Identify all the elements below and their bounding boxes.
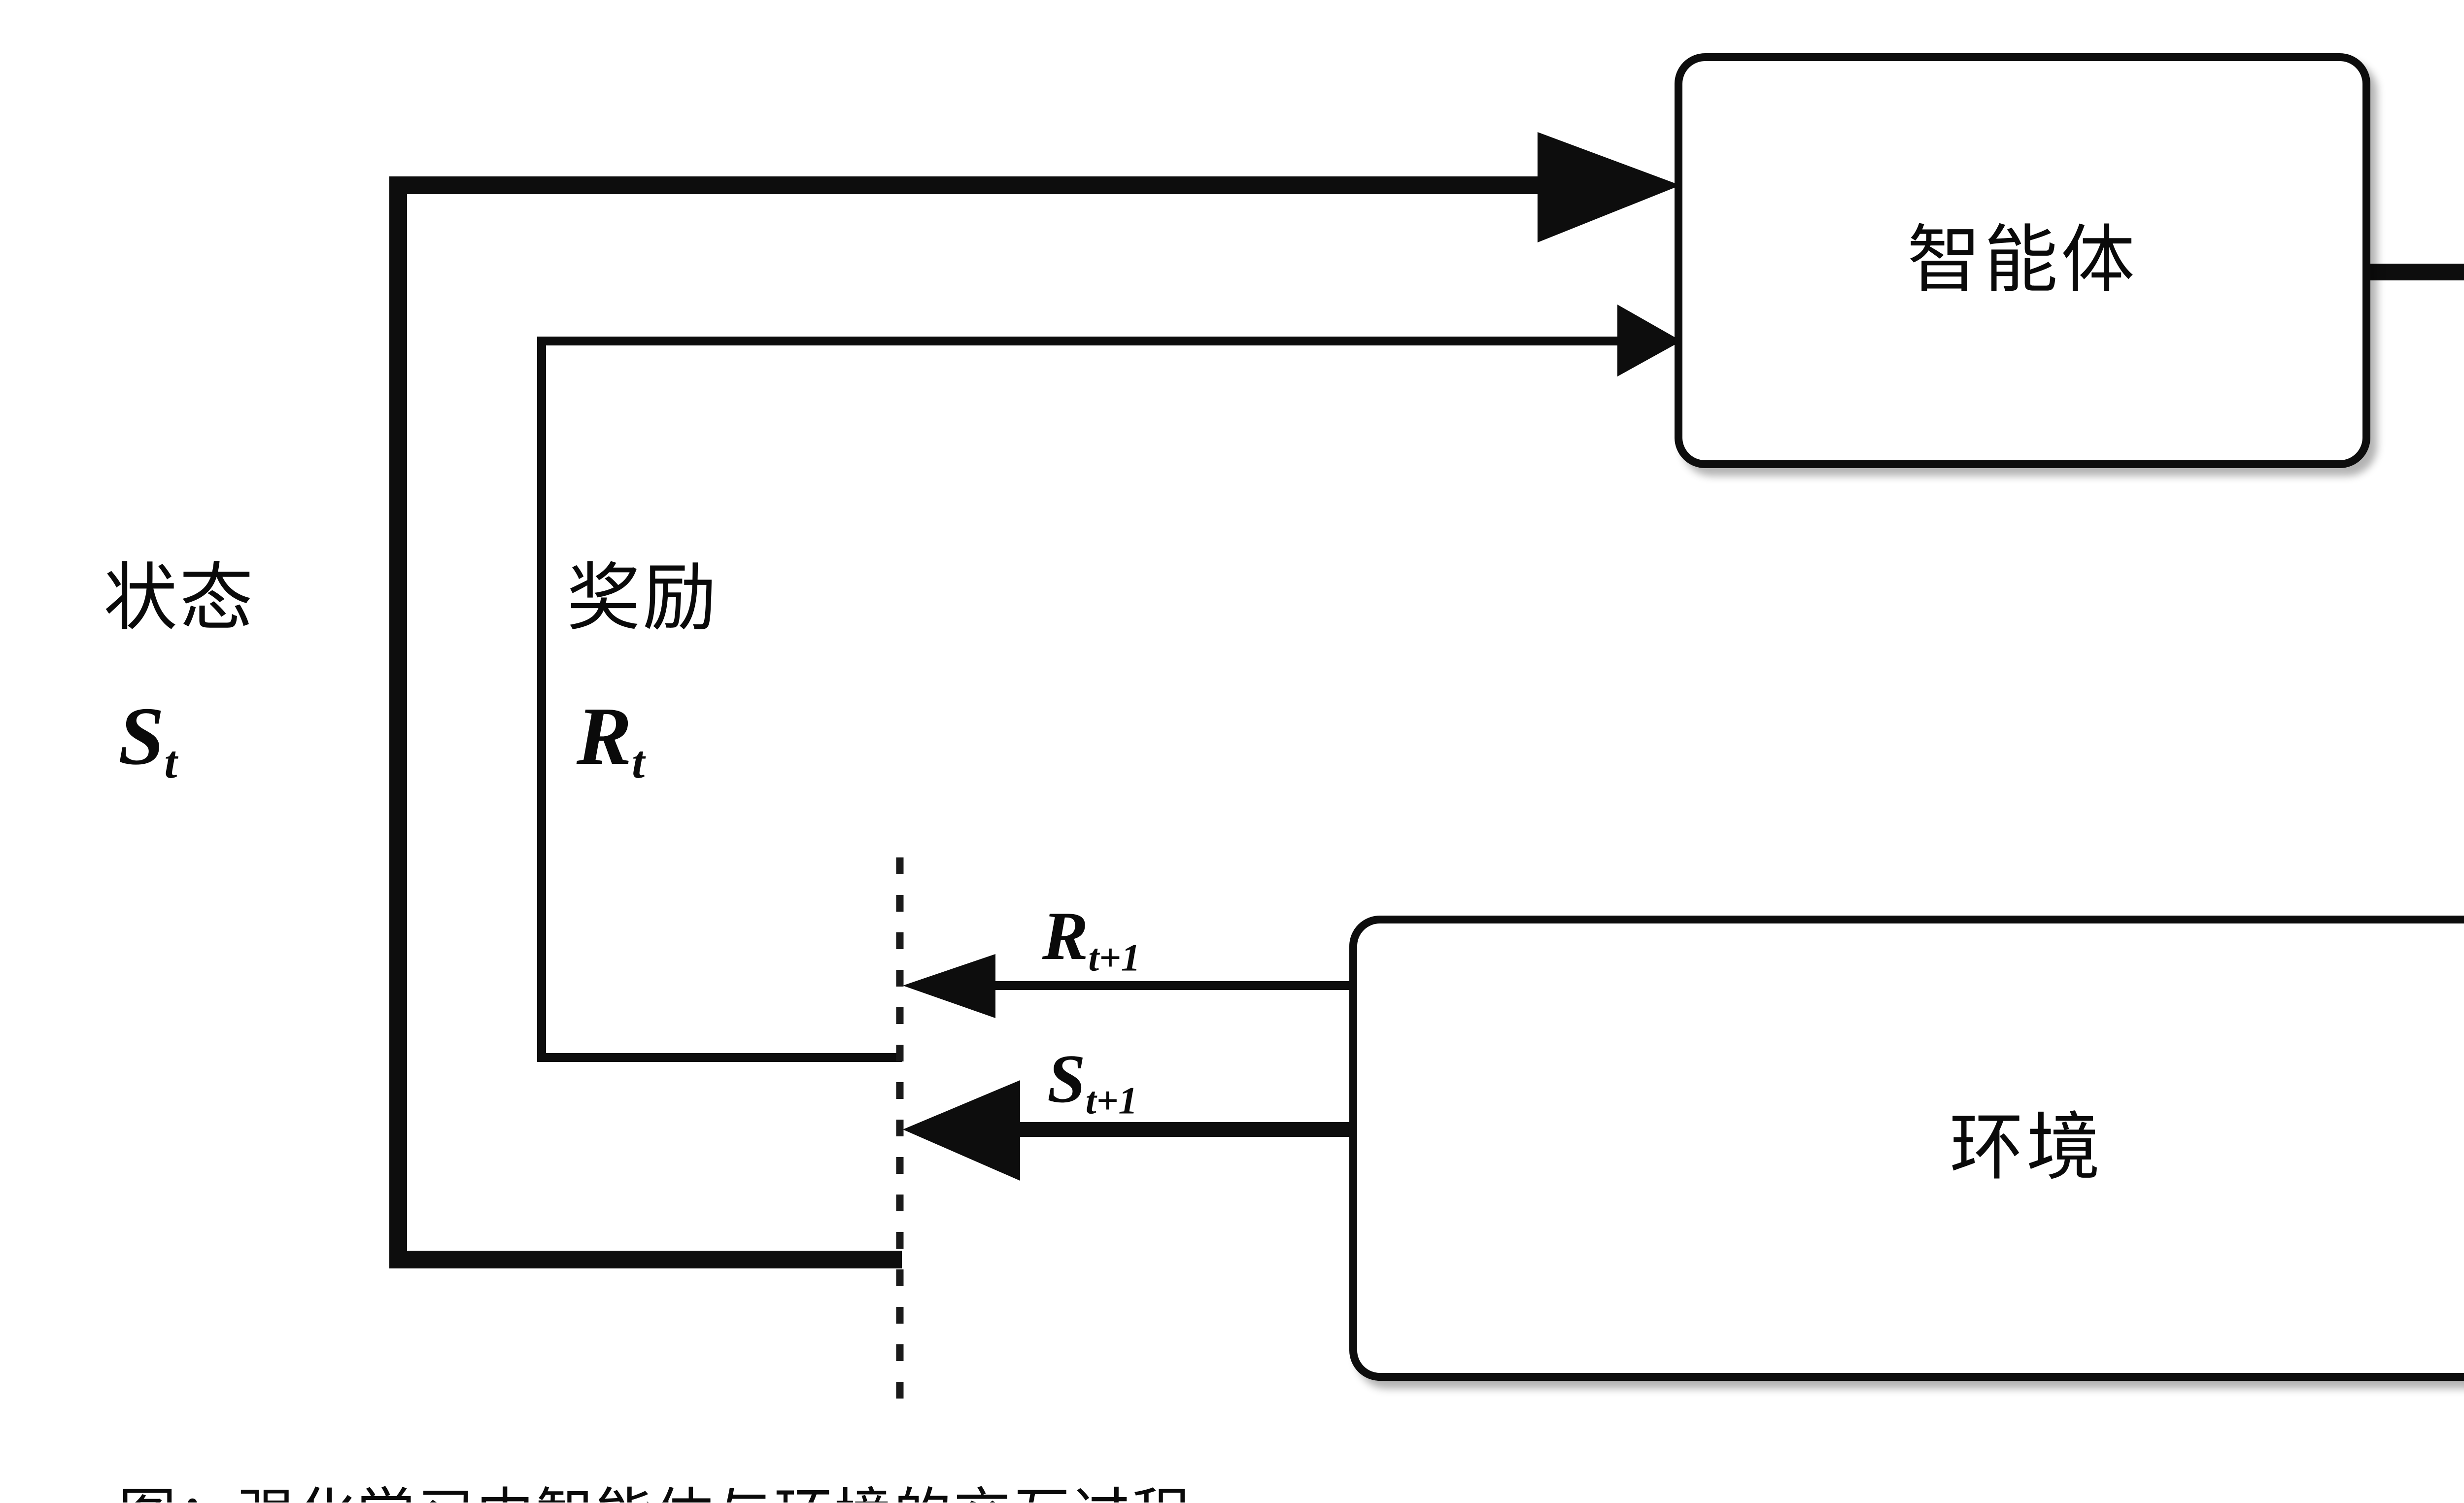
reward-label-cn: 奖励: [567, 558, 719, 640]
state-label-cn: 状态: [103, 558, 256, 640]
reward-symbol-base: R: [577, 690, 632, 782]
arrowhead-state-next: [903, 1080, 1020, 1181]
reward-symbol-subscript: t: [632, 737, 645, 788]
agent-node-label: 智能体: [1907, 220, 2138, 302]
reward-next-base: R: [1042, 898, 1089, 974]
reward-symbol: Rt: [577, 695, 645, 786]
state-next-symbol: St+1: [1047, 1045, 1138, 1120]
edge-reward-to-agent: [537, 305, 1681, 1062]
agent-node[interactable]: 智能体: [1675, 53, 2370, 468]
figure-caption-clipped: 图：强化学习中智能体与环境的交互过程: [118, 1471, 1695, 1503]
reward-next-subscript: t+1: [1088, 936, 1141, 979]
arrowhead-state-into-agent: [1538, 132, 1680, 242]
edge-state-from-environment: [903, 1080, 1354, 1181]
state-symbol: St: [118, 695, 177, 786]
edge-reward-from-environment: [903, 954, 1354, 1018]
edge-state-to-agent: [389, 132, 1680, 1268]
arrowhead-reward-into-agent: [1617, 305, 1681, 376]
state-next-subscript: t+1: [1085, 1079, 1138, 1122]
arrowhead-reward-next: [903, 954, 995, 1018]
reward-next-symbol: Rt+1: [1042, 902, 1140, 977]
state-symbol-base: S: [118, 690, 165, 782]
state-symbol-subscript: t: [164, 737, 177, 788]
environment-node[interactable]: 环境: [1349, 916, 2464, 1381]
state-next-base: S: [1047, 1041, 1086, 1117]
environment-node-label: 环境: [1949, 1107, 2103, 1189]
figure-caption-text: 图：强化学习中智能体与环境的交互过程: [118, 1471, 1695, 1503]
